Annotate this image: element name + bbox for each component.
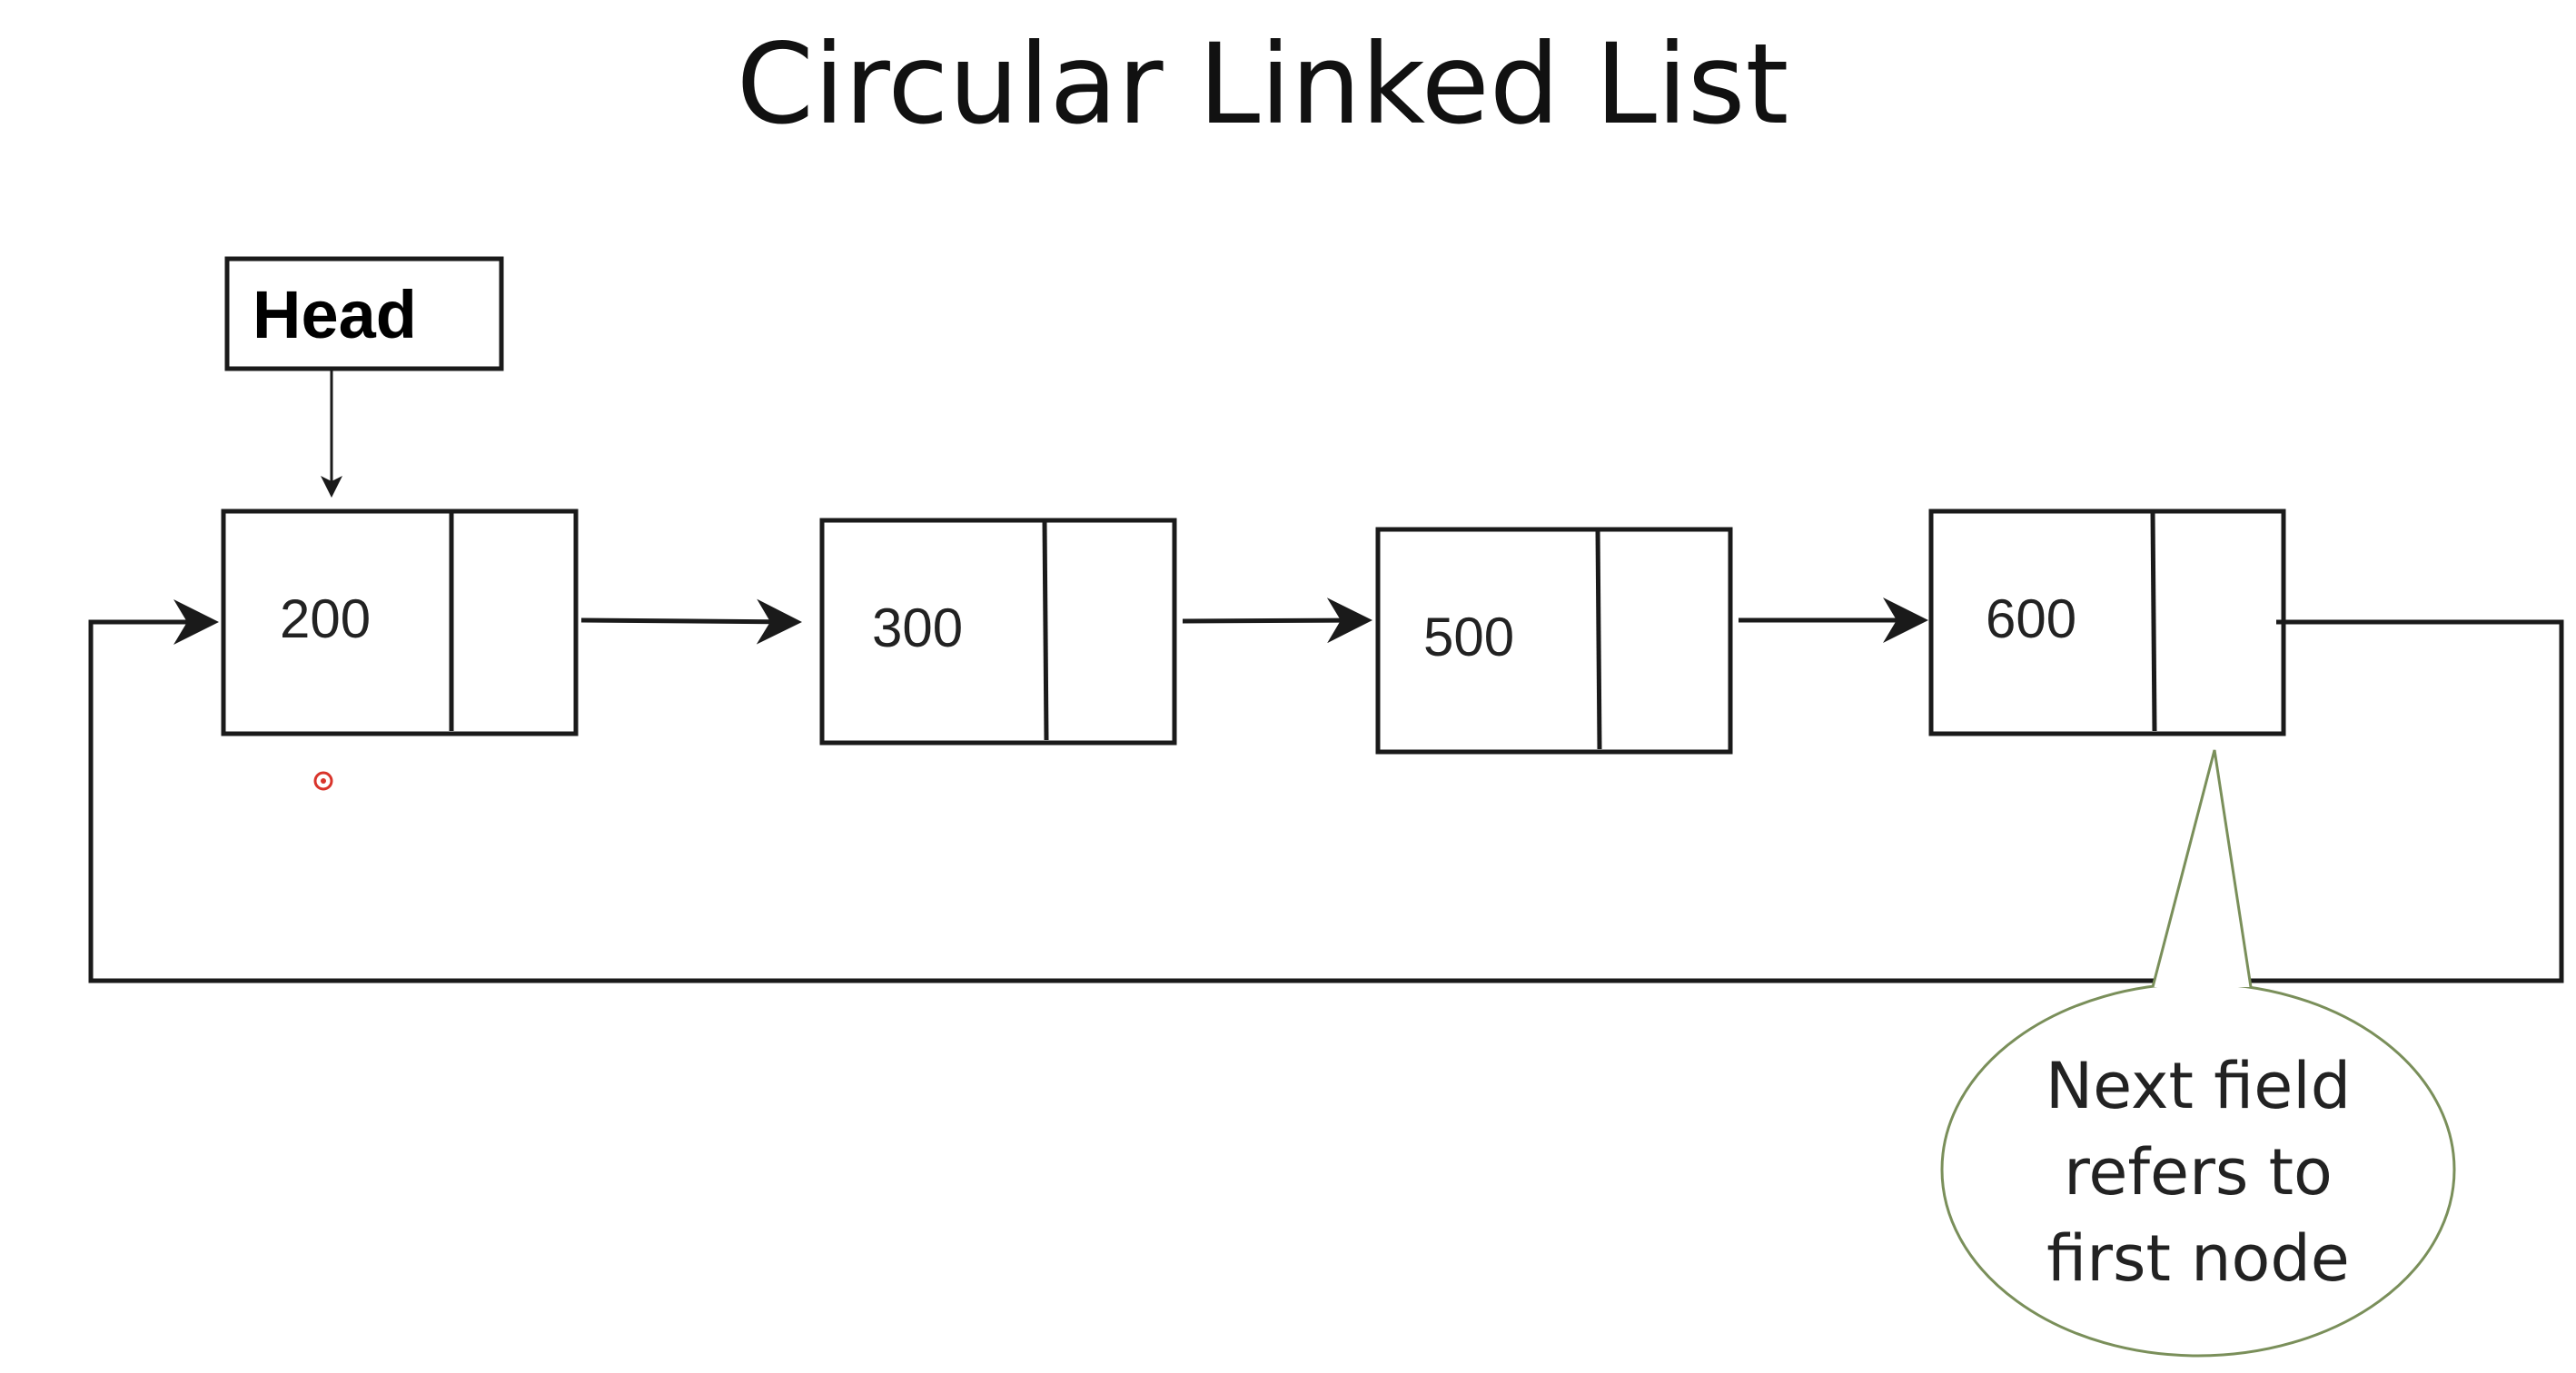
loop-back-arrow (88, 599, 2564, 983)
node-1-box (221, 509, 579, 736)
next-arrow-1-to-2 (580, 598, 802, 645)
next-arrow-2-to-3 (1182, 598, 1372, 644)
node-3: 500 (1375, 527, 1733, 755)
callout-line-3: first node (2046, 1221, 2350, 1296)
cursor-indicator (313, 771, 333, 791)
head-box (224, 256, 504, 371)
callout-tail (2151, 749, 2253, 988)
node-4-divider (2150, 510, 2157, 732)
node-4-box (1928, 509, 2286, 736)
cursor-ring (313, 771, 333, 791)
node-3-box (1375, 527, 1733, 755)
node-3-divider (1595, 528, 1602, 750)
node-3-value: 500 (1423, 607, 1514, 667)
callout-bubble: Next field refers to first node (1940, 749, 2456, 1358)
node-4-value: 600 (1986, 588, 2076, 649)
node-2-divider (1042, 519, 1049, 741)
node-1: 200 (221, 509, 579, 736)
page-title: Circular Linked List (737, 20, 1789, 149)
node-2-box (819, 518, 1177, 746)
node-1-value: 200 (280, 588, 371, 649)
node-2: 300 (819, 518, 1177, 746)
callout-line-2: refers to (2064, 1135, 2333, 1210)
cursor-dot (321, 778, 326, 784)
head-label: Head (253, 277, 417, 352)
callout-line-1: Next field (2046, 1049, 2351, 1123)
node-4: 600 (1928, 509, 2286, 736)
node-2-value: 300 (872, 598, 963, 658)
